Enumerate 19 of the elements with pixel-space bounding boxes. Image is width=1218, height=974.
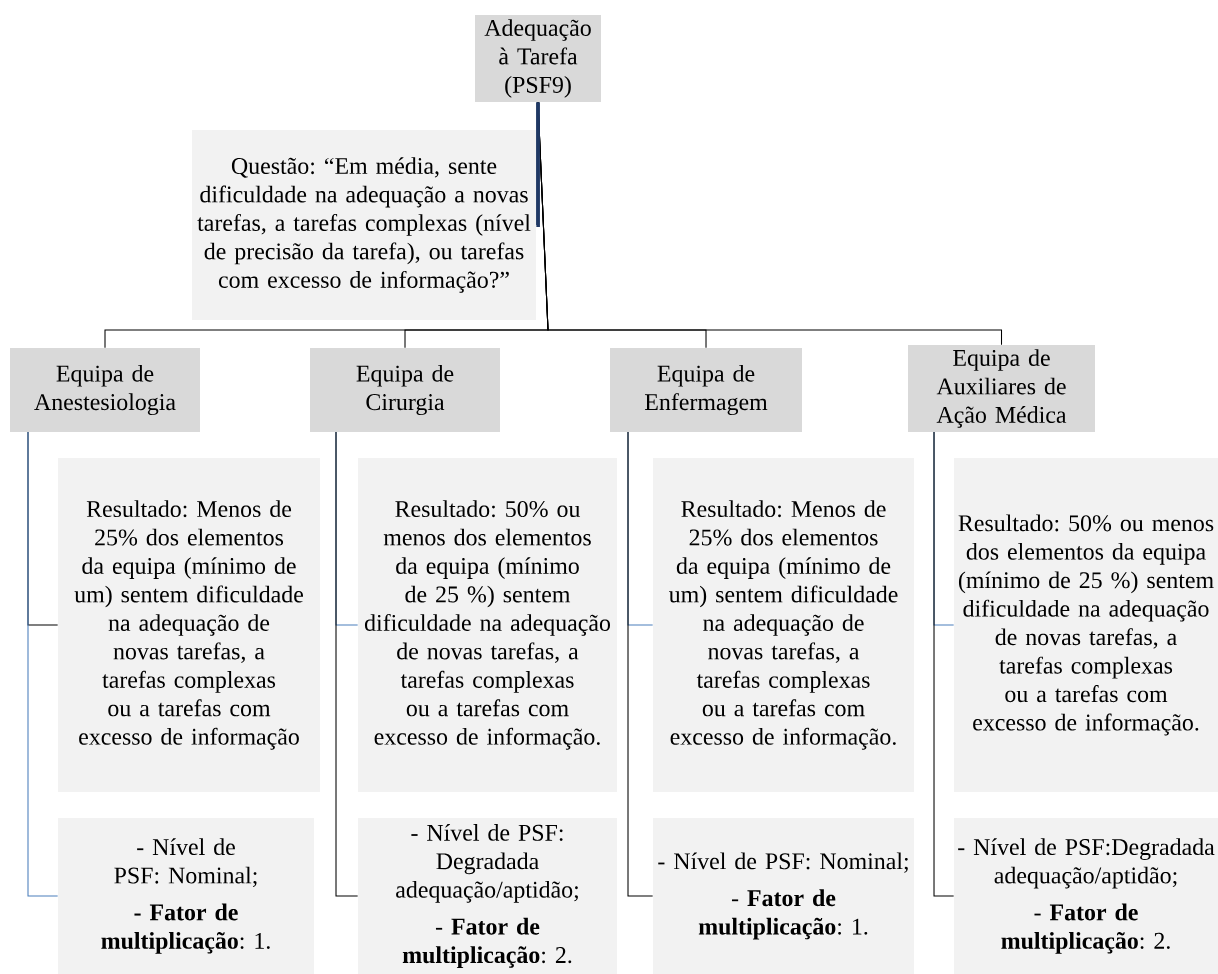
result-box: Resultado: Menos de 25% dos elementos da equipa (mínimo de um) sentem dificuldade na adequação de novas tarefas, a tarefas complexas ou a tarefas com excesso de informação. (653, 458, 914, 792)
connector-line (627, 431, 654, 897)
level-box: - Nível de PSF: Nominal; - Fator de multiplicação: 1. (58, 818, 314, 974)
team-box: Equipa de Auxiliares de Ação Médica (908, 345, 1095, 432)
result-box: Resultado: Menos de 25% dos elementos da equipa (mínimo de um) sentem dificuldade na adequação de novas tarefas, a tarefas complexas ou a tarefas com excesso de informação (58, 458, 320, 792)
result-box: Resultado: 50% ou menos dos elementos da equipa (mínimo de 25 %) sentem dificuldade na adequação de novas tarefas, a tarefas complexas ou a tarefas com excesso de informação. (358, 458, 617, 792)
question-box: Questão: “Em média, sente dificuldade na adequação a novas tarefas, a tarefas complexas (nível de precisão da tarefa), ou tarefas com excesso de informação?” (192, 130, 536, 320)
result-box: Resultado: 50% ou menos dos elementos da equipa (mínimo de 25 %) sentem dificuldade na adequação de novas tarefas, a tarefas complexas ou a tarefas com excesso de informação. (954, 458, 1218, 792)
root-box: Adequação à Tarefa (PSF9) (475, 15, 601, 102)
team-box: Equipa de Enfermagem (610, 348, 802, 432)
connector-line (27, 431, 59, 897)
team-box: Equipa de Anestesiologia (10, 348, 200, 432)
connector-line (535, 102, 540, 227)
connector-line (933, 431, 955, 897)
level-box: - Nível de PSF: Degradada adequação/aptidão; - Fator de multiplicação: 2. (358, 818, 617, 974)
level-box: - Nível de PSF:Degradada adequação/aptidão; - Fator de multiplicação: 2. (954, 818, 1218, 974)
connector-line (335, 431, 359, 897)
team-box: Equipa de Cirurgia (310, 348, 500, 432)
level-box: - Nível de PSF: Nominal; - Fator de multiplicação: 1. (653, 818, 914, 974)
